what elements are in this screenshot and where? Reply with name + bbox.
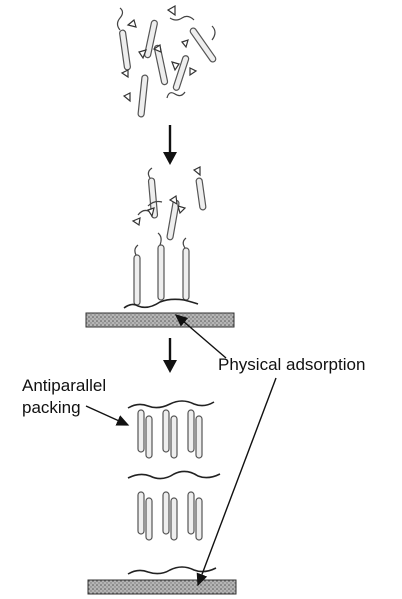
adsorbing-molecules: [124, 167, 206, 308]
substrate-lower: [88, 580, 236, 594]
molecule-rod: [119, 20, 217, 117]
physical-adsorption-label: Physical adsorption: [218, 355, 365, 374]
antiparallel-label-line2: packing: [22, 398, 81, 417]
arrow-pointer-icon: [86, 406, 128, 425]
down-arrow-icon: [163, 125, 177, 165]
upper-bilayer: [128, 401, 220, 479]
free-molecules-cluster: [118, 6, 217, 117]
down-arrow-icon: [163, 338, 177, 373]
substrate-upper: [86, 313, 234, 327]
lower-bilayer: [128, 492, 216, 574]
antiparallel-label-line1: Antiparallel: [22, 376, 106, 395]
